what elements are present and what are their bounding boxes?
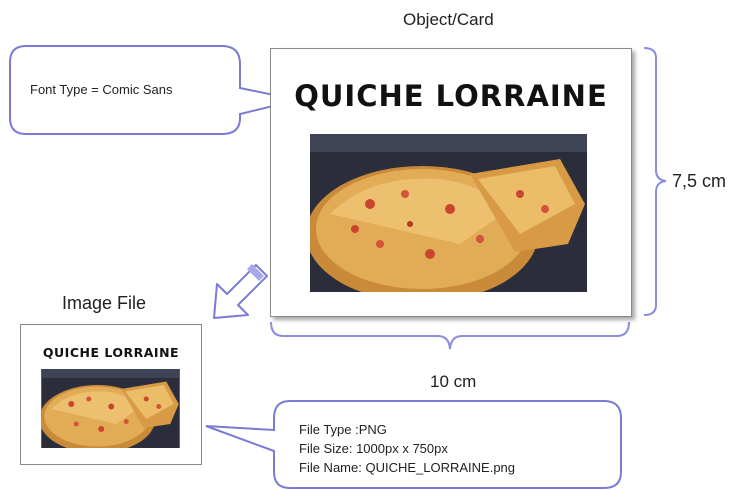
- card-heading: Object/Card: [403, 10, 494, 29]
- font-callout-bubble: [9, 45, 299, 135]
- file-size-text: File Size: 1000px x 750px: [299, 441, 448, 456]
- file-type-text: File Type :PNG: [299, 422, 387, 437]
- quiche-photo: [310, 134, 587, 292]
- width-bracket: [270, 321, 630, 350]
- image-file-label: Image File: [62, 293, 147, 313]
- width-label: 10 cm: [430, 372, 477, 391]
- small-card-title: QUICHE LORRAINE: [42, 345, 180, 360]
- font-callout-text: Font Type = Comic Sans: [30, 82, 173, 97]
- height-label: 7,5 cm: [672, 171, 727, 191]
- file-name-text: File Name: QUICHE_LORRAINE.png: [299, 460, 516, 475]
- image-file-card: QUICHE LORRAINE: [20, 324, 202, 465]
- file-info: File Type :PNG File Size: 1000px x 750px…: [299, 420, 515, 477]
- height-bracket: [643, 47, 667, 316]
- file-info-callout-bubble: [205, 400, 622, 489]
- export-arrow-icon: [213, 264, 268, 319]
- object-card: QUICHE LORRAINE: [270, 48, 632, 317]
- quiche-thumbnail: [41, 369, 180, 448]
- card-title: QUICHE LORRAINE: [294, 79, 608, 113]
